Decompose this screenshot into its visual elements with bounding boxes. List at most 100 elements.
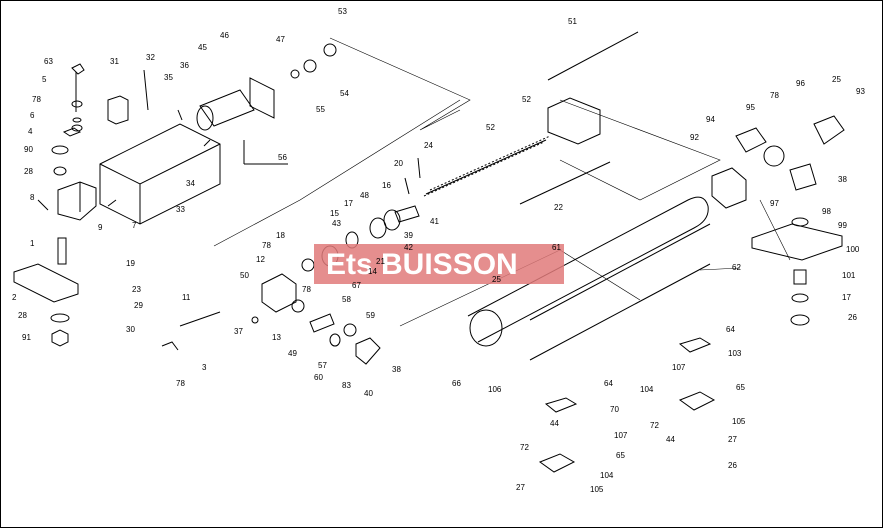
callout-label: 78 [262, 241, 271, 250]
part-screw-thread [423, 135, 551, 197]
callout-label: 96 [796, 79, 805, 88]
callout-label: 6 [30, 111, 35, 120]
callout-label: 65 [736, 383, 745, 392]
part-washer-78 [72, 117, 82, 123]
callout-label: 66 [452, 379, 461, 388]
callout-label: 105 [732, 417, 746, 426]
watermark-background [314, 244, 564, 284]
callout-label: 52 [522, 95, 531, 104]
callout-label: 9 [98, 223, 103, 232]
callout-label: 25 [492, 275, 501, 284]
part-motor-end [196, 105, 214, 131]
part-yoke-9 [57, 181, 97, 221]
callout-label: 4 [28, 127, 33, 136]
callout-label: 72 [520, 443, 529, 452]
part-plate-4 [62, 127, 82, 137]
callout-label: 17 [842, 293, 851, 302]
part-nut-91 [51, 329, 69, 347]
part-washer-6 [71, 124, 83, 132]
callout-label: 1 [30, 239, 35, 248]
callout-label: 49 [288, 349, 297, 358]
callout-label: 37 [234, 327, 243, 336]
callout-label: 98 [822, 207, 831, 216]
callout-label: 51 [568, 17, 577, 26]
callout-label: 39 [404, 231, 413, 240]
callout-label: 31 [110, 57, 119, 66]
callout-label: 83 [342, 381, 351, 390]
part-ring-55 [290, 69, 300, 79]
callout-label: 52 [486, 123, 495, 132]
callout-label: 103 [728, 349, 742, 358]
callout-label: 29 [134, 301, 143, 310]
callout-label: 100 [846, 245, 860, 254]
part-ring-12 [301, 258, 315, 272]
callout-label: 33 [176, 205, 185, 214]
part-rod-52-mid [519, 161, 611, 205]
part-bracket-62 [711, 167, 747, 209]
callout-label: 16 [382, 181, 391, 190]
callout-label: 7 [132, 221, 137, 230]
part-nut-37 [251, 316, 259, 324]
part-gear-49 [309, 313, 335, 333]
leader-lines [213, 37, 791, 327]
part-bracket-31 [107, 95, 129, 125]
callout-label: 101 [842, 271, 856, 280]
part-nut-39 [394, 205, 420, 223]
callout-label: 20 [394, 159, 403, 168]
callout-label: 65 [616, 451, 625, 460]
callout-label: 67 [352, 281, 361, 290]
callout-label: 32 [146, 53, 155, 62]
callout-label: 78 [176, 379, 185, 388]
part-washer-28 [53, 166, 67, 176]
callout-label: 99 [838, 221, 847, 230]
part-pin-21 [404, 177, 410, 195]
part-cap-53 [323, 43, 337, 57]
callout-label: 28 [18, 311, 27, 320]
callout-label: 26 [848, 313, 857, 322]
callout-label: 78 [32, 95, 41, 104]
callout-label: 59 [366, 311, 375, 320]
part-screw-32 [143, 69, 149, 111]
part-ring-54 [303, 59, 317, 73]
callout-label: 40 [364, 389, 373, 398]
callout-label: 17 [344, 199, 353, 208]
part-clamp-92 [735, 127, 767, 153]
callout-label: 11 [182, 293, 191, 302]
part-bearing-13 [291, 299, 305, 313]
callout-label: 64 [604, 379, 613, 388]
callout-label: 104 [600, 471, 614, 480]
part-plate-99 [751, 223, 843, 261]
callout-label: 21 [376, 257, 385, 266]
part-bracket-93 [789, 163, 817, 191]
callout-label: 19 [126, 259, 135, 268]
part-bar-2 [13, 263, 79, 303]
callout-label: 105 [590, 485, 604, 494]
callout-label: 30 [126, 325, 135, 334]
callout-label: 8 [30, 193, 35, 202]
callout-label: 94 [706, 115, 715, 124]
callout-label: 91 [22, 333, 31, 342]
part-washer-101 [791, 293, 809, 303]
callout-label: 62 [732, 263, 741, 272]
part-screw-24 [425, 139, 547, 195]
callout-label: 26 [728, 461, 737, 470]
part-rod-52-top [547, 31, 639, 81]
part-ring-42 [383, 209, 401, 231]
part-cover-40 [355, 337, 381, 365]
part-ring-43 [369, 217, 387, 239]
part-spacer-100 [793, 269, 807, 285]
part-pin-20 [417, 157, 421, 179]
callout-label: 13 [272, 333, 281, 342]
callout-label: 93 [856, 87, 865, 96]
callout-label: 48 [360, 191, 369, 200]
callout-label: 46 [220, 31, 229, 40]
callout-label: 104 [640, 385, 654, 394]
part-washer-28b [50, 313, 70, 323]
callout-label: 12 [256, 255, 265, 264]
callout-label: 27 [516, 483, 525, 492]
part-switch-65-left [538, 453, 576, 473]
callout-label: 41 [430, 217, 439, 226]
callout-label: 95 [746, 103, 755, 112]
